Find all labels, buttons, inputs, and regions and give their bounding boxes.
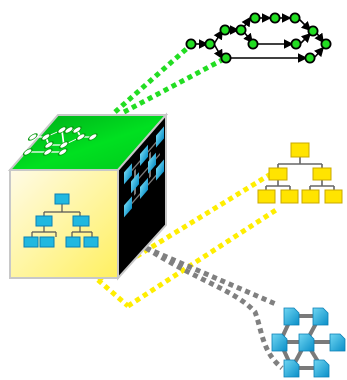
document-network-icon bbox=[271, 307, 346, 378]
cube-front-face bbox=[9, 169, 119, 279]
cube-right-docs bbox=[124, 126, 164, 218]
doc-nodes bbox=[271, 307, 346, 378]
org-tree-icon bbox=[257, 142, 343, 204]
gray-dotted-link bbox=[144, 245, 284, 370]
cube-top-graph bbox=[22, 126, 98, 156]
cube-front-tree bbox=[23, 193, 99, 248]
connector-links bbox=[96, 42, 284, 370]
yellow-dotted-link bbox=[96, 169, 278, 309]
network-graph-icon bbox=[185, 12, 332, 64]
data-cube bbox=[7, 112, 169, 281]
green-dotted-link bbox=[113, 42, 224, 115]
